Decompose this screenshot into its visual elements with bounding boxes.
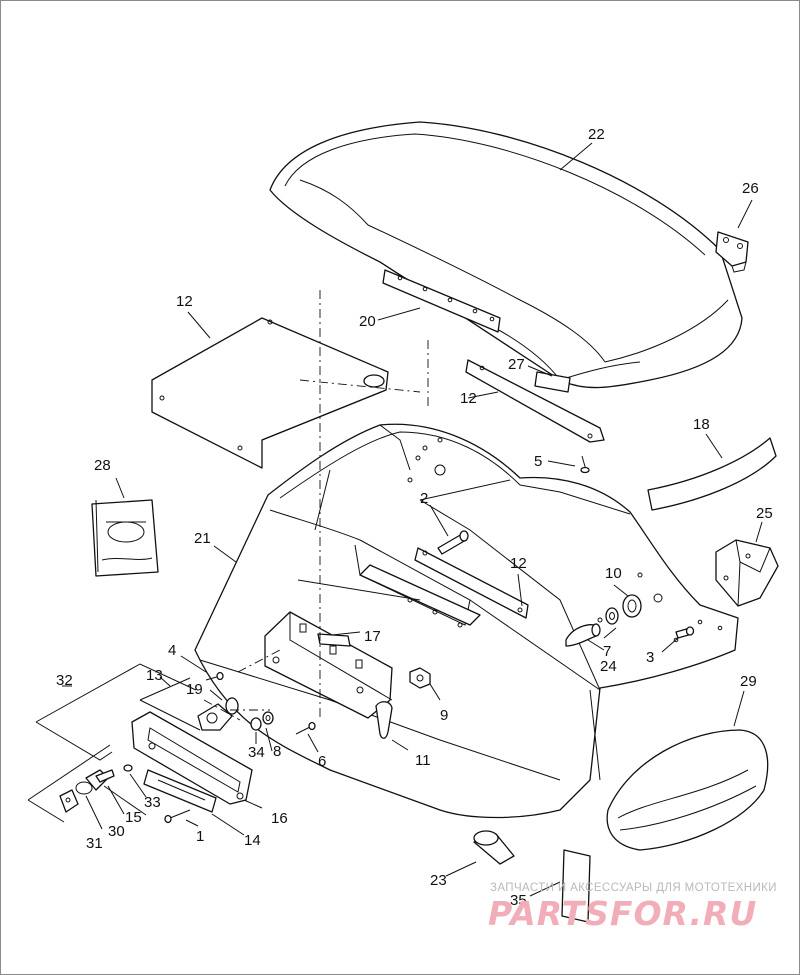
latch-lever-part <box>375 701 393 739</box>
key-ring-part <box>75 781 93 795</box>
grommet-part <box>622 594 642 618</box>
callout-5: 5 <box>534 453 542 470</box>
watermark-brand: PARTSFOR.RU <box>488 894 757 933</box>
lid-part <box>269 121 743 389</box>
callout-32: 32 <box>56 672 73 689</box>
callout-7: 7 <box>603 643 611 660</box>
callout-15: 15 <box>125 809 142 826</box>
nut-8-part <box>262 711 274 725</box>
key-blank-part <box>59 789 79 813</box>
screw-part <box>580 455 590 474</box>
liner-upper-part <box>151 317 389 469</box>
lower-strap-part <box>414 547 529 619</box>
screw-small-part <box>675 626 695 639</box>
strap-part <box>465 359 605 443</box>
callout-3: 3 <box>646 649 654 666</box>
bezel-part <box>143 769 217 813</box>
hinge-bracket-part <box>715 231 749 273</box>
callout-14: 14 <box>244 832 261 849</box>
callout-35: 35 <box>510 892 527 909</box>
callout-26: 26 <box>742 180 759 197</box>
group-brackets <box>27 663 201 823</box>
weatherstrip-part <box>647 437 777 511</box>
spring-part <box>123 764 133 772</box>
screw-6-part <box>295 721 316 735</box>
screw-1-part <box>164 809 191 824</box>
watermark: ЗАПЧАСТИ И АКСЕССУАРЫ ДЛЯ МОТОТЕХНИКИ PA… <box>488 882 777 933</box>
screw-4-part <box>205 671 224 681</box>
leader-lines <box>62 142 763 897</box>
callout-19: 19 <box>186 681 203 698</box>
callout-11: 11 <box>415 752 431 769</box>
assembly-lines <box>203 290 429 721</box>
callout-27: 27 <box>508 356 525 373</box>
instruction-sheet-part <box>561 849 591 923</box>
callout-29: 29 <box>740 673 757 690</box>
callout-28: 28 <box>94 457 111 474</box>
callout-18: 18 <box>693 416 710 433</box>
lock-cylinder-part <box>197 697 239 731</box>
key-part <box>85 769 115 791</box>
callout-1: 1 <box>196 828 204 845</box>
callout-30: 30 <box>108 823 125 840</box>
liner-bag-part <box>606 729 769 851</box>
callout-20: 20 <box>359 313 376 330</box>
callout-6: 6 <box>318 753 326 770</box>
callout-22: 22 <box>588 126 605 143</box>
callout-33: 33 <box>144 794 161 811</box>
callout-12-liner: 12 <box>176 293 193 310</box>
callout-9: 9 <box>440 707 448 724</box>
callout-34: 34 <box>248 744 265 761</box>
washer-34-part <box>250 717 262 731</box>
manual-booklet-part <box>91 499 159 577</box>
callout-21: 21 <box>194 530 211 547</box>
bushing-part <box>473 830 515 865</box>
latch-knob-part <box>565 623 601 647</box>
callout-13: 13 <box>146 667 163 684</box>
mount-bracket-part <box>715 539 779 607</box>
callout-2: 2 <box>420 490 428 507</box>
part-number-labels: 1 2 3 4 5 6 7 8 9 10 11 12 12 12 13 14 1… <box>56 126 773 909</box>
callout-12-lower: 12 <box>510 555 527 572</box>
callout-23: 23 <box>430 872 447 889</box>
callout-10: 10 <box>605 565 622 582</box>
callout-8: 8 <box>273 743 281 760</box>
callout-4: 4 <box>168 642 176 659</box>
hinge-strip-part <box>382 269 501 333</box>
handle-part <box>131 711 253 805</box>
latch-assembly-part <box>264 611 393 719</box>
callout-24: 24 <box>600 658 617 675</box>
bolt-part <box>437 530 469 555</box>
watermark-tagline: ЗАПЧАСТИ И АКСЕССУАРЫ ДЛЯ МОТОТЕХНИКИ <box>490 882 777 894</box>
nut-part <box>409 667 431 689</box>
saddlebag-case-part <box>194 423 739 819</box>
washer-part <box>605 607 619 625</box>
callout-25: 25 <box>756 505 773 522</box>
label-part <box>534 371 571 393</box>
callout-12-strap: 12 <box>460 390 477 407</box>
callout-16: 16 <box>271 810 288 827</box>
callout-17: 17 <box>364 628 381 645</box>
callout-31: 31 <box>86 835 103 852</box>
